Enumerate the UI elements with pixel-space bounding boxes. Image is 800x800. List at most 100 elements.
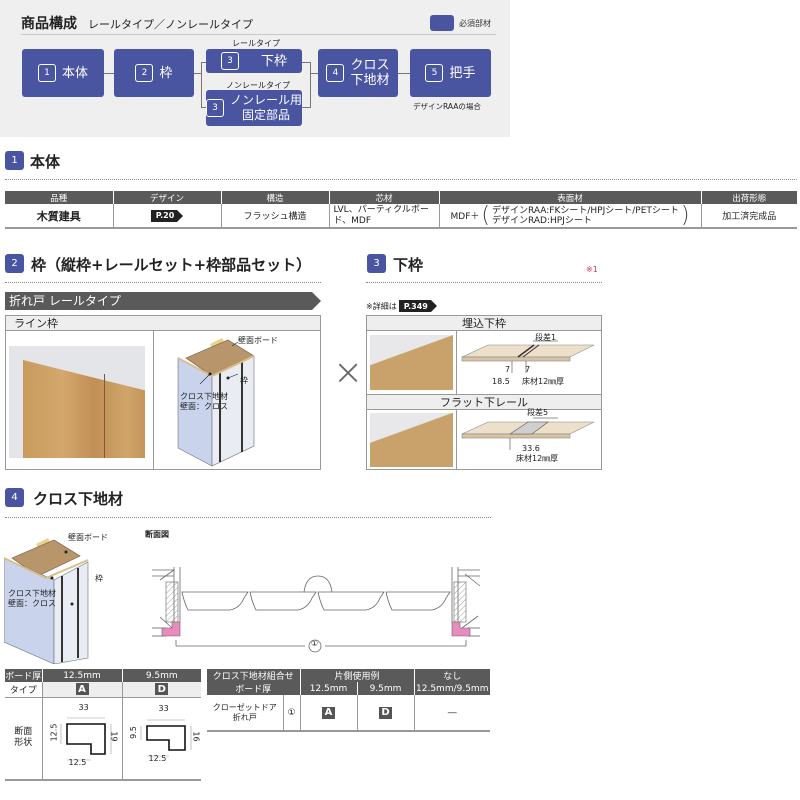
times-icon: ×: [333, 352, 364, 393]
detail-note-prefix: ※詳細は: [366, 301, 397, 311]
flow-box-handle: 5 把手: [410, 49, 491, 97]
line-frame-box: [5, 315, 321, 470]
page-reference-link[interactable]: P.349: [398, 300, 438, 312]
section-number-badge: 2: [5, 254, 24, 273]
door-joint-line: [104, 374, 105, 458]
floor-thickness-label: 床材12㎜厚: [516, 454, 559, 463]
cell-surface: MDF＋ ( デザインRAA:FKシート/HPJシート/PETシート デザインR…: [438, 202, 701, 229]
footnote-marker: ※1: [586, 265, 598, 274]
cell-type-a: A: [41, 682, 122, 697]
number-badge: 4: [326, 64, 345, 82]
connector-line: [310, 73, 318, 74]
connector-line: [194, 73, 202, 74]
section-divider: [5, 517, 491, 518]
bottom-frame-box: [366, 315, 602, 470]
dimension-7: 7: [525, 365, 531, 374]
cell-thickness-12-5: 12.5mm: [41, 669, 122, 682]
type-banner: 折れ戸 レールタイプ: [5, 292, 312, 310]
connector-line: [201, 62, 206, 63]
flow-caption-nonrail-type: ノンレールタイプ: [226, 81, 290, 90]
header-9-5: 9.5mm: [356, 682, 414, 695]
flow-box-nonrail-parts: 3 ノンレール用 固定部品: [206, 90, 302, 126]
section-number-badge: 3: [367, 254, 386, 273]
label-cloth-base: クロス下地材 壁面：クロス: [8, 589, 56, 608]
header-one-side: 片側使用例: [299, 669, 414, 682]
number-badge: 2: [135, 64, 154, 82]
cell-col1: A: [299, 695, 357, 732]
left-paren-icon: (: [481, 202, 490, 228]
cell-design: P.20: [112, 204, 221, 229]
type-d-badge: D: [379, 706, 392, 719]
section-title-cloth-base: クロス下地材: [33, 490, 124, 508]
label-section-shape: 断面 形状: [5, 696, 42, 781]
surface-line: デザインRAD:HPJシート: [491, 215, 592, 226]
dim-bottom: 12.5: [68, 757, 87, 767]
detail-note: ※詳細は P.349: [366, 300, 438, 312]
section-divider: [366, 282, 602, 283]
cell-marker: ①: [282, 695, 300, 732]
type-a-badge: A: [322, 706, 335, 719]
wood-door-panel: [23, 360, 145, 458]
floor-thickness-label: 床材12㎜厚: [522, 377, 565, 386]
label-frame: 枠: [240, 376, 248, 385]
step-label: 段差5: [527, 408, 549, 417]
cell-shipping: 加工済完成品: [700, 204, 797, 229]
dim-right: 16: [191, 730, 201, 742]
dim-width: 33: [158, 703, 169, 713]
part-header: フラット下レール: [367, 394, 601, 410]
cell-kind: 木質建具: [5, 204, 113, 229]
cloth-base-isometric-diagram: [4, 538, 89, 664]
surface-line: デザインRAA:FKシート/HPJシート/PETシート: [491, 205, 679, 216]
flow-box-label: ノンレール用 固定部品: [230, 93, 303, 122]
panel-divider: [21, 34, 496, 35]
header-surface: 表面材: [438, 191, 701, 204]
flow-box-label: 把手: [449, 65, 476, 81]
type-d-badge: D: [155, 683, 169, 696]
column-divider: [153, 331, 154, 470]
number-badge: 3: [220, 52, 239, 70]
section-number-badge: 1: [5, 151, 24, 170]
embedded-frame-diagram: [461, 340, 595, 373]
header-design: デザイン: [112, 191, 221, 204]
cell-structure: フラッシュ構造: [220, 204, 329, 229]
legend-swatch: [430, 15, 454, 31]
header-structure: 構造: [220, 191, 329, 204]
dimension-7: 7: [505, 365, 511, 374]
header-core: 芯材: [328, 191, 439, 204]
cell-type-d: D: [121, 682, 201, 697]
step-label: 段差1: [535, 333, 557, 342]
cell-thickness-9-5: 9.5mm: [121, 669, 201, 682]
label-cloth-base: クロス下地材 壁面：クロス: [180, 392, 228, 411]
number-badge: 3: [206, 99, 224, 117]
header-shipping: 出荷形態: [700, 191, 797, 204]
section-divider: [5, 282, 321, 283]
section-divider: [5, 179, 797, 180]
header-both: 12.5mm/9.5mm: [413, 682, 490, 695]
panel-title: 商品構成: [21, 16, 77, 32]
dim-right: 19: [109, 730, 119, 742]
profile-a-diagram: [60, 717, 112, 760]
flow-caption-rail-type: レールタイプ: [232, 39, 280, 48]
number-badge: 1: [37, 64, 56, 82]
header-kind: 品種: [5, 191, 113, 204]
label-type: タイプ: [5, 682, 42, 697]
column-divider: [456, 331, 457, 394]
flow-box-body: 1 本体: [22, 49, 104, 97]
flow-box-bottom-frame: 3 下枠: [206, 49, 302, 73]
table-row: 木質建具 P.20 フラッシュ構造 LVL、パーティクルボード、MDF MDF＋…: [5, 202, 797, 229]
cloth-base-combination-table: クロス下地材組合せ 片側使用例 なし ボード厚 12.5mm 9.5mm 12.…: [207, 669, 490, 732]
column-divider: [456, 410, 457, 470]
body-spec-table: 品種 デザイン 構造 芯材 表面材 出荷形態 木質建具 P.20 フラッシュ構造…: [5, 191, 797, 229]
table-header-row: 品種 デザイン 構造 芯材 表面材 出荷形態: [5, 191, 797, 204]
header-none: なし: [413, 669, 490, 682]
header-combination: クロス下地材組合せ: [207, 669, 300, 682]
table-row: クローゼットドア 折れ戸 ① A D ―: [207, 695, 490, 732]
number-badge: 5: [425, 64, 444, 82]
banner-arrow-icon: [312, 292, 321, 310]
cell-col2: D: [356, 695, 414, 732]
page-reference-link[interactable]: P.20: [150, 209, 183, 222]
type-a-badge: A: [75, 683, 89, 696]
cell-core: LVL、パーティクルボード、MDF: [328, 204, 439, 229]
flat-rail-photo: [370, 413, 453, 467]
cell-shape-d: 33 9.5 16 12.5: [121, 696, 201, 781]
